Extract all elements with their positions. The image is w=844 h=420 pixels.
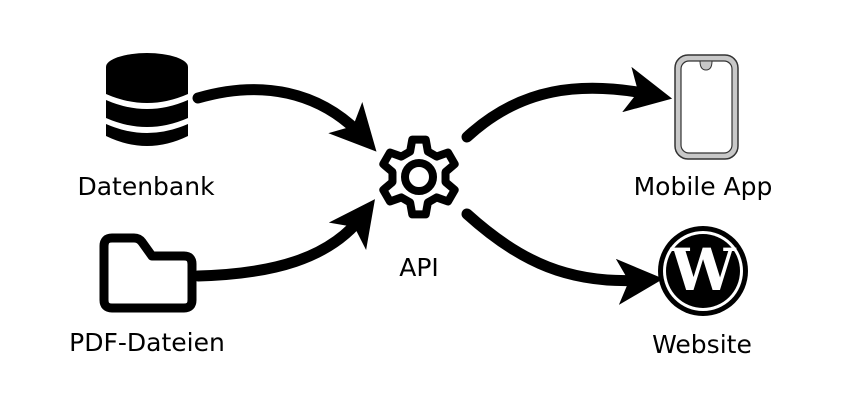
folder-icon (99, 233, 197, 313)
svg-text:W: W (669, 236, 736, 304)
smartphone-icon (674, 54, 739, 160)
edge-api-to-web (461, 208, 664, 305)
node-label-api: API (399, 253, 439, 282)
database-icon (106, 53, 188, 146)
node-label-mobile-app: Mobile App (633, 172, 773, 201)
gear-icon (379, 135, 459, 219)
node-label-pdf-dateien: PDF-Dateien (69, 328, 225, 357)
node-label-datenbank: Datenbank (77, 172, 215, 201)
edge-api-to-mobile (461, 66, 673, 143)
wordpress-icon: W (658, 226, 748, 316)
edge-db-to-api (192, 84, 377, 152)
edge-pdf-to-api (192, 199, 375, 282)
node-label-website: Website (652, 330, 752, 359)
